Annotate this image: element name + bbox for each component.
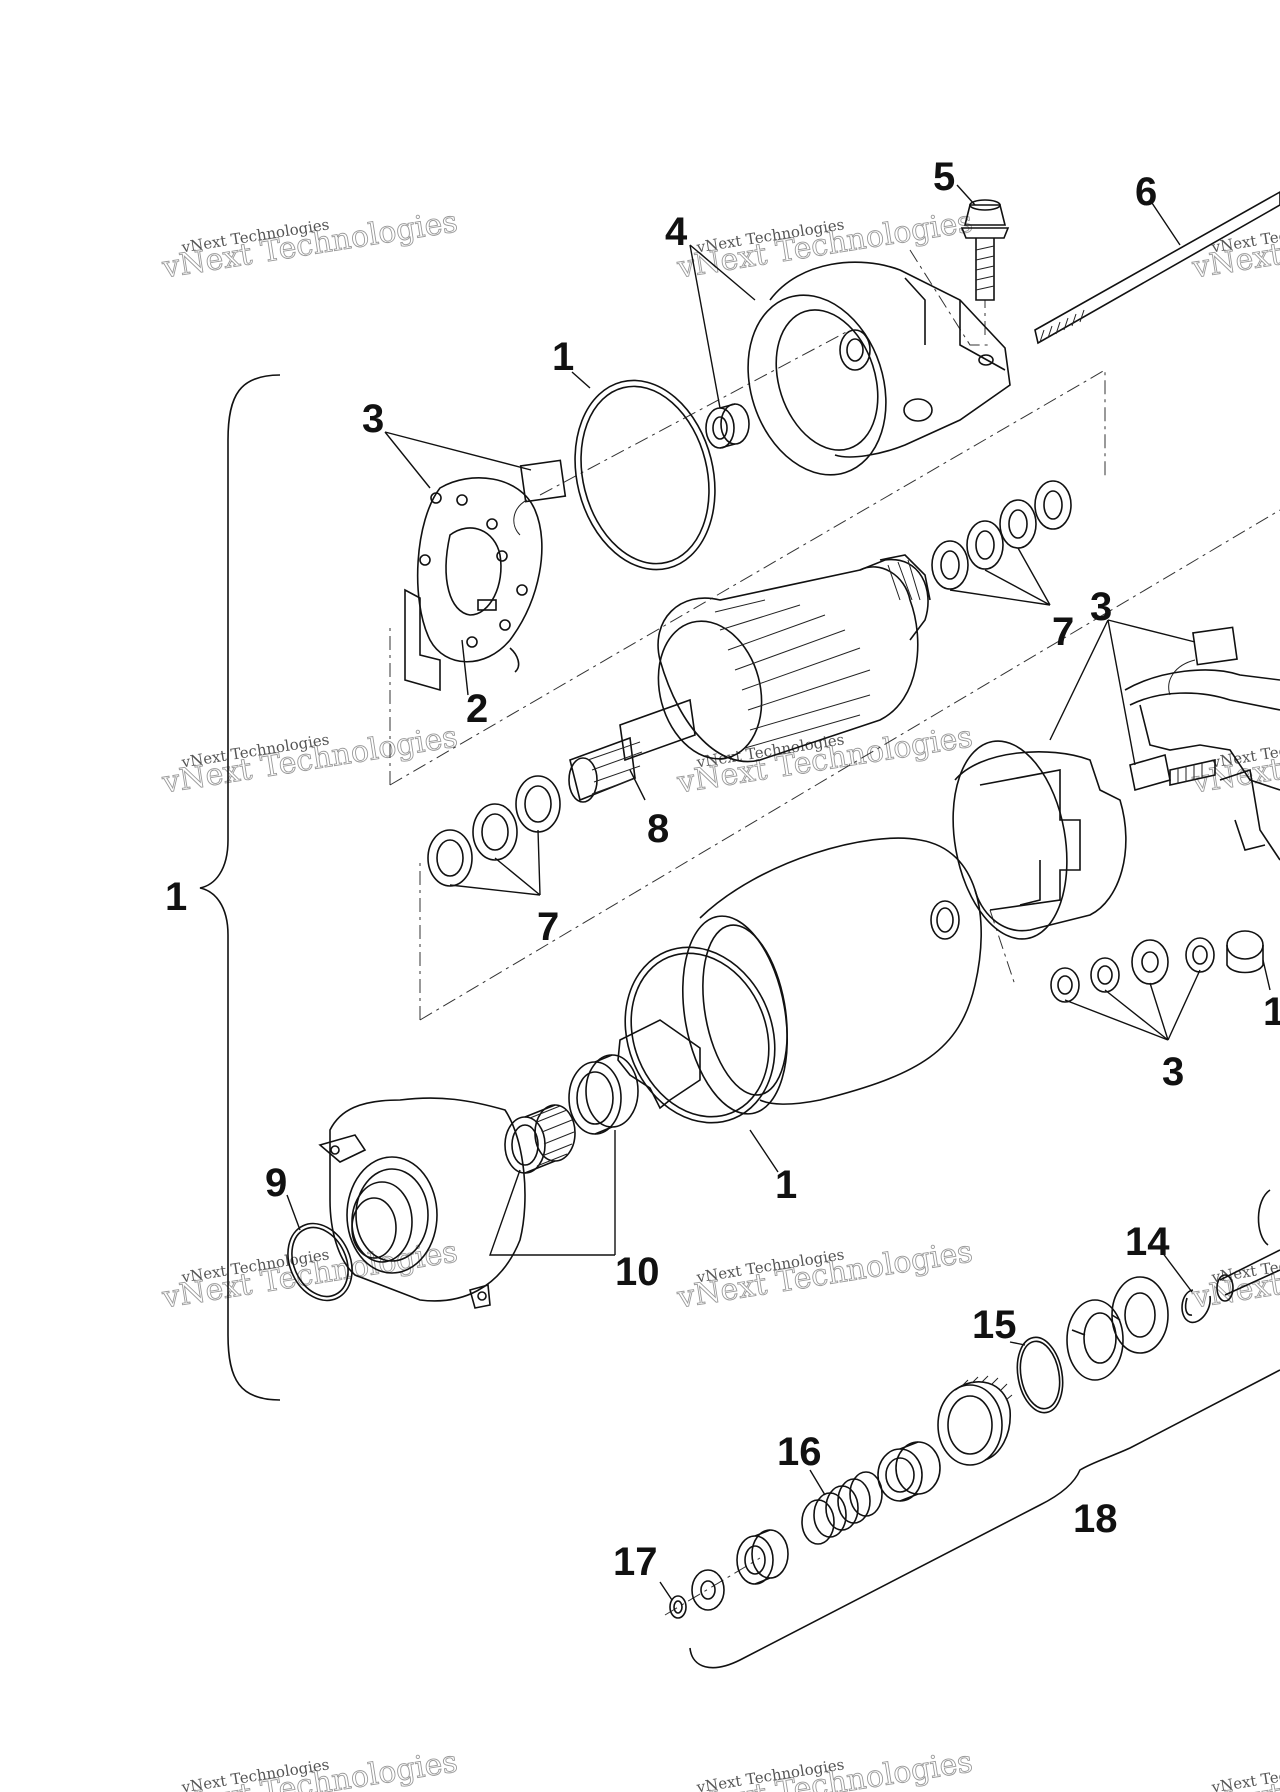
washer-set-upper <box>931 480 1072 590</box>
watermark: vNext Technologies vNext Technologies <box>674 1744 976 1792</box>
callout-6: 6 <box>1135 170 1157 214</box>
watermark: vNext Technologies vNext Technologies <box>674 204 976 286</box>
leader-lines <box>286 184 1271 1601</box>
snap-ring-17 <box>669 1595 687 1619</box>
brush-plate <box>404 459 567 692</box>
callout-1-top: 1 <box>552 335 574 379</box>
watermark: vNext Technologies vNext Technologies <box>159 719 461 801</box>
callout-1-bracket: 1 <box>165 875 187 919</box>
assembly-bracket-left <box>199 374 281 1401</box>
armature <box>568 554 931 803</box>
washer-set-lower <box>427 775 561 887</box>
pinion-gear <box>937 1375 1013 1466</box>
callout-14: 14 <box>1125 1220 1170 1264</box>
callout-1-right: 1 <box>1263 990 1280 1034</box>
o-ring-9 <box>287 1222 353 1302</box>
watermark: vNext Technologies vNext Technologies <box>674 1234 976 1316</box>
o-ring-upper <box>574 379 716 571</box>
front-housing <box>318 1097 526 1309</box>
stop-collar <box>691 1569 725 1611</box>
watermark: vNext Technologies vNext Technologies <box>159 1234 461 1316</box>
centerlines <box>389 249 1280 1616</box>
sleeve <box>877 1441 941 1502</box>
callout-7-upper: 7 <box>1052 610 1074 654</box>
callout-10: 10 <box>615 1250 660 1294</box>
watermark: vNext Technologies vNext Technologies <box>1189 204 1280 286</box>
svg-text:vNext Technologies: vNext Technologies <box>1209 1755 1280 1792</box>
callout-3-right: 3 <box>1090 585 1112 629</box>
callout-1-lower: 1 <box>775 1163 797 1207</box>
end-cover <box>747 261 1011 476</box>
callout-17: 17 <box>613 1540 658 1584</box>
seal <box>568 1054 639 1135</box>
callout-7-lower: 7 <box>537 905 559 949</box>
callout-2: 2 <box>466 687 488 731</box>
callout-5: 5 <box>933 155 955 199</box>
terminal-cap <box>1226 930 1264 974</box>
callout-16: 16 <box>777 1430 822 1474</box>
watermark-layer: vNext Technologies vNext Technologies vN… <box>159 204 1280 1792</box>
callout-4: 4 <box>665 210 688 254</box>
callout-15: 15 <box>972 1303 1017 1347</box>
shim-plate <box>617 1019 701 1110</box>
callout-labels: 1 3 2 4 5 6 7 3 8 1 7 3 1 1 9 10 14 15 1… <box>165 155 1280 1584</box>
brush-holder-right <box>1124 626 1280 861</box>
callout-3-brush: 3 <box>362 397 384 441</box>
needle-bearing <box>504 1104 576 1174</box>
snap-ring-15 <box>1016 1336 1064 1414</box>
callout-18: 18 <box>1073 1497 1118 1541</box>
watermark: vNext Technologies vNext Technologies <box>1189 1234 1280 1316</box>
spring <box>801 1471 883 1545</box>
mounting-bolt <box>960 199 1010 301</box>
callout-8: 8 <box>647 807 669 851</box>
watermark: vNext Technologies vNext Technologies <box>1189 1744 1280 1792</box>
assembly-bracket-bottom <box>689 1369 1280 1669</box>
thrust-washer <box>1111 1276 1169 1354</box>
snap-ring-14 <box>1181 1289 1211 1324</box>
spring-seat <box>736 1529 789 1585</box>
callout-3-washers: 3 <box>1162 1050 1184 1094</box>
pinion-shaft-stub <box>1216 1189 1280 1302</box>
through-bolt <box>1034 191 1280 345</box>
o-ring-lower <box>624 946 776 1124</box>
yoke-housing <box>681 837 982 1115</box>
bushing <box>705 403 750 449</box>
field-frame <box>952 740 1127 940</box>
watermark: vNext Technologies vNext Technologies <box>159 204 461 286</box>
split-collar <box>1066 1299 1124 1381</box>
watermark: vNext Technologies vNext Technologies <box>159 1744 461 1792</box>
callout-9: 9 <box>265 1161 287 1205</box>
watermark: vNext Technologies vNext Technologies <box>674 719 976 801</box>
